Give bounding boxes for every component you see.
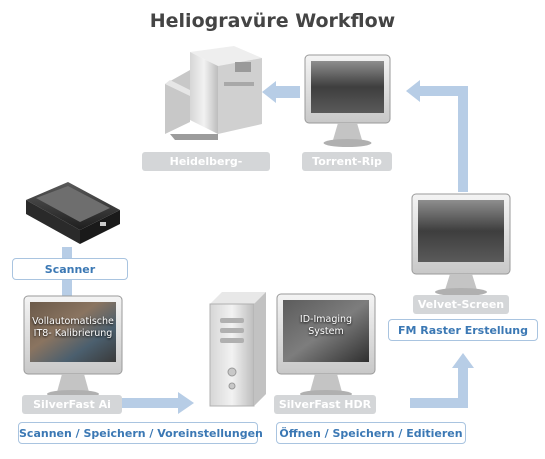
step-open: Öffnen / Speichern / Editieren bbox=[276, 422, 466, 444]
silverfast-ai-monitor bbox=[23, 295, 123, 398]
connector-scanner-ai bbox=[62, 280, 72, 296]
silverfast-hdr-monitor bbox=[276, 293, 376, 398]
torrent-monitor bbox=[304, 54, 391, 147]
ai-screen-text: Vollautomatische IT8- Kalibrierung bbox=[30, 316, 116, 340]
heidelberg-label: Heidelberg-Belichter bbox=[142, 152, 270, 187]
arrow-velvet-to-rip bbox=[406, 80, 468, 192]
title: Heliogravüre Workflow bbox=[149, 10, 396, 32]
connector-scanner bbox=[62, 247, 72, 259]
velvet-label: Velvet-Screen bbox=[413, 295, 509, 314]
silverfast-hdr-label: SilverFast HDR bbox=[274, 395, 376, 414]
velvet-monitor bbox=[411, 193, 511, 296]
torrent-label: Torrent-Rip bbox=[302, 152, 392, 171]
silverfast-ai-label: SilverFast Ai bbox=[22, 395, 122, 414]
arrow-ai-to-tower bbox=[96, 392, 194, 414]
imagesetter-device bbox=[165, 46, 262, 140]
arrow-rip-to-imagesetter bbox=[262, 81, 300, 103]
ai-screen-line1: Vollautomatische bbox=[32, 316, 114, 327]
hdr-screen-line1: ID-Imaging bbox=[299, 314, 353, 325]
step-scan: Scannen / Speichern / Voreinstellungen bbox=[18, 422, 263, 444]
scanner-device bbox=[26, 182, 120, 244]
step-fm: FM Raster Erstellung bbox=[388, 319, 538, 341]
ai-screen-line2: IT8- Kalibrierung bbox=[33, 328, 113, 339]
arrow-hdr-to-velvet bbox=[410, 353, 474, 408]
hdr-screen-line2: System bbox=[308, 326, 344, 337]
scanner-label: Scanner bbox=[12, 258, 128, 280]
hdr-screen-text: ID-Imaging System bbox=[283, 314, 369, 338]
arrows bbox=[62, 80, 474, 414]
tower-pc bbox=[209, 292, 266, 407]
